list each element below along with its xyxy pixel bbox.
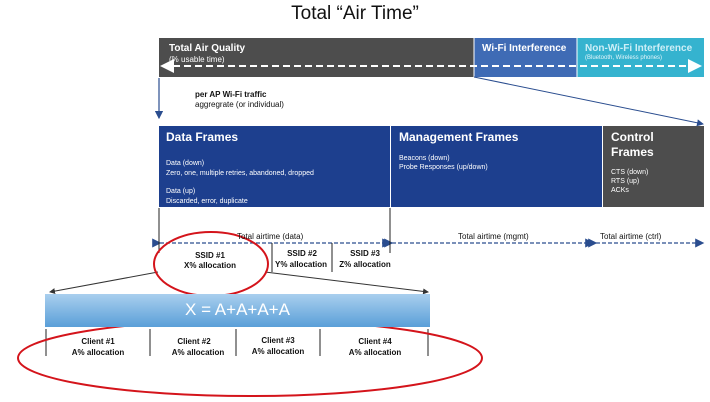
client-4-alloc: A% allocation xyxy=(348,348,402,357)
client-1-alloc: A% allocation xyxy=(71,348,125,357)
band-to-right-line xyxy=(473,76,704,127)
ctrl-line-2: RTS (up) xyxy=(611,178,640,185)
client-4-name: Client #4 xyxy=(358,337,392,346)
allocation-formula: X = A+A+A+A xyxy=(185,300,290,319)
client-3-alloc: A% allocation xyxy=(251,347,305,356)
client-1-name: Client #1 xyxy=(81,337,115,346)
data-down-text: Zero, one, multiple retries, abandoned, … xyxy=(166,170,314,177)
ssid-2-name: SSID #2 xyxy=(287,249,317,258)
non-wifi-interference-sublabel: (Bluetooth, Wireless phones) xyxy=(585,55,663,61)
data-up-text: Discarded, error, duplicate xyxy=(166,198,248,205)
expand-left-line xyxy=(49,271,159,295)
management-frames-title: Management Frames xyxy=(399,130,519,144)
diagram-title: Total “Air Time” xyxy=(291,3,419,24)
data-frames-title: Data Frames xyxy=(166,130,239,144)
ctrl-line-3: ACKs xyxy=(611,187,629,194)
client-2-name: Client #2 xyxy=(177,337,211,346)
control-frames-box: Control Frames CTS (down) RTS (up) ACKs xyxy=(603,126,704,207)
wifi-interference-label: Wi-Fi Interference xyxy=(482,43,567,54)
airtime-ctrl-label: Total airtime (ctrl) xyxy=(600,232,662,241)
mgmt-line-1: Beacons (down) xyxy=(399,155,450,162)
airtime-mgmt-label: Total airtime (mgmt) xyxy=(458,232,529,241)
ssid-1-name: SSID #1 xyxy=(195,251,225,260)
control-frames-title-1: Control xyxy=(611,130,654,144)
ssid-3-name: SSID #3 xyxy=(350,249,380,258)
ssid-3-alloc: Z% allocation xyxy=(339,260,391,269)
data-down-title: Data (down) xyxy=(166,160,205,167)
non-wifi-interference-label: Non-Wi-Fi Interference xyxy=(585,43,693,54)
data-up-title: Data (up) xyxy=(166,188,196,195)
expand-right-line xyxy=(264,271,429,295)
data-frames-box: Data Frames Data (down) Zero, one, multi… xyxy=(159,126,390,207)
ctrl-line-1: CTS (down) xyxy=(611,169,649,176)
client-3-name: Client #3 xyxy=(261,336,295,345)
management-frames-box: Management Frames Beacons (down) Probe R… xyxy=(391,126,602,207)
client-2-alloc: A% allocation xyxy=(171,348,225,357)
per-ap-label: per AP Wi-Fi traffic xyxy=(195,90,267,99)
control-frames-title-2: Frames xyxy=(611,145,654,159)
allocation-formula-bar: X = A+A+A+A xyxy=(45,294,430,327)
ssid-1-alloc: X% allocation xyxy=(183,261,236,270)
ssid-2-alloc: Y% allocation xyxy=(274,260,327,269)
air-quality-label: Total Air Quality xyxy=(169,43,246,54)
airtime-data-label: Total airtime (data) xyxy=(237,232,304,241)
mgmt-line-2: Probe Responses (up/down) xyxy=(399,164,488,171)
per-ap-sublabel: aggregrate (or individual) xyxy=(195,100,284,109)
